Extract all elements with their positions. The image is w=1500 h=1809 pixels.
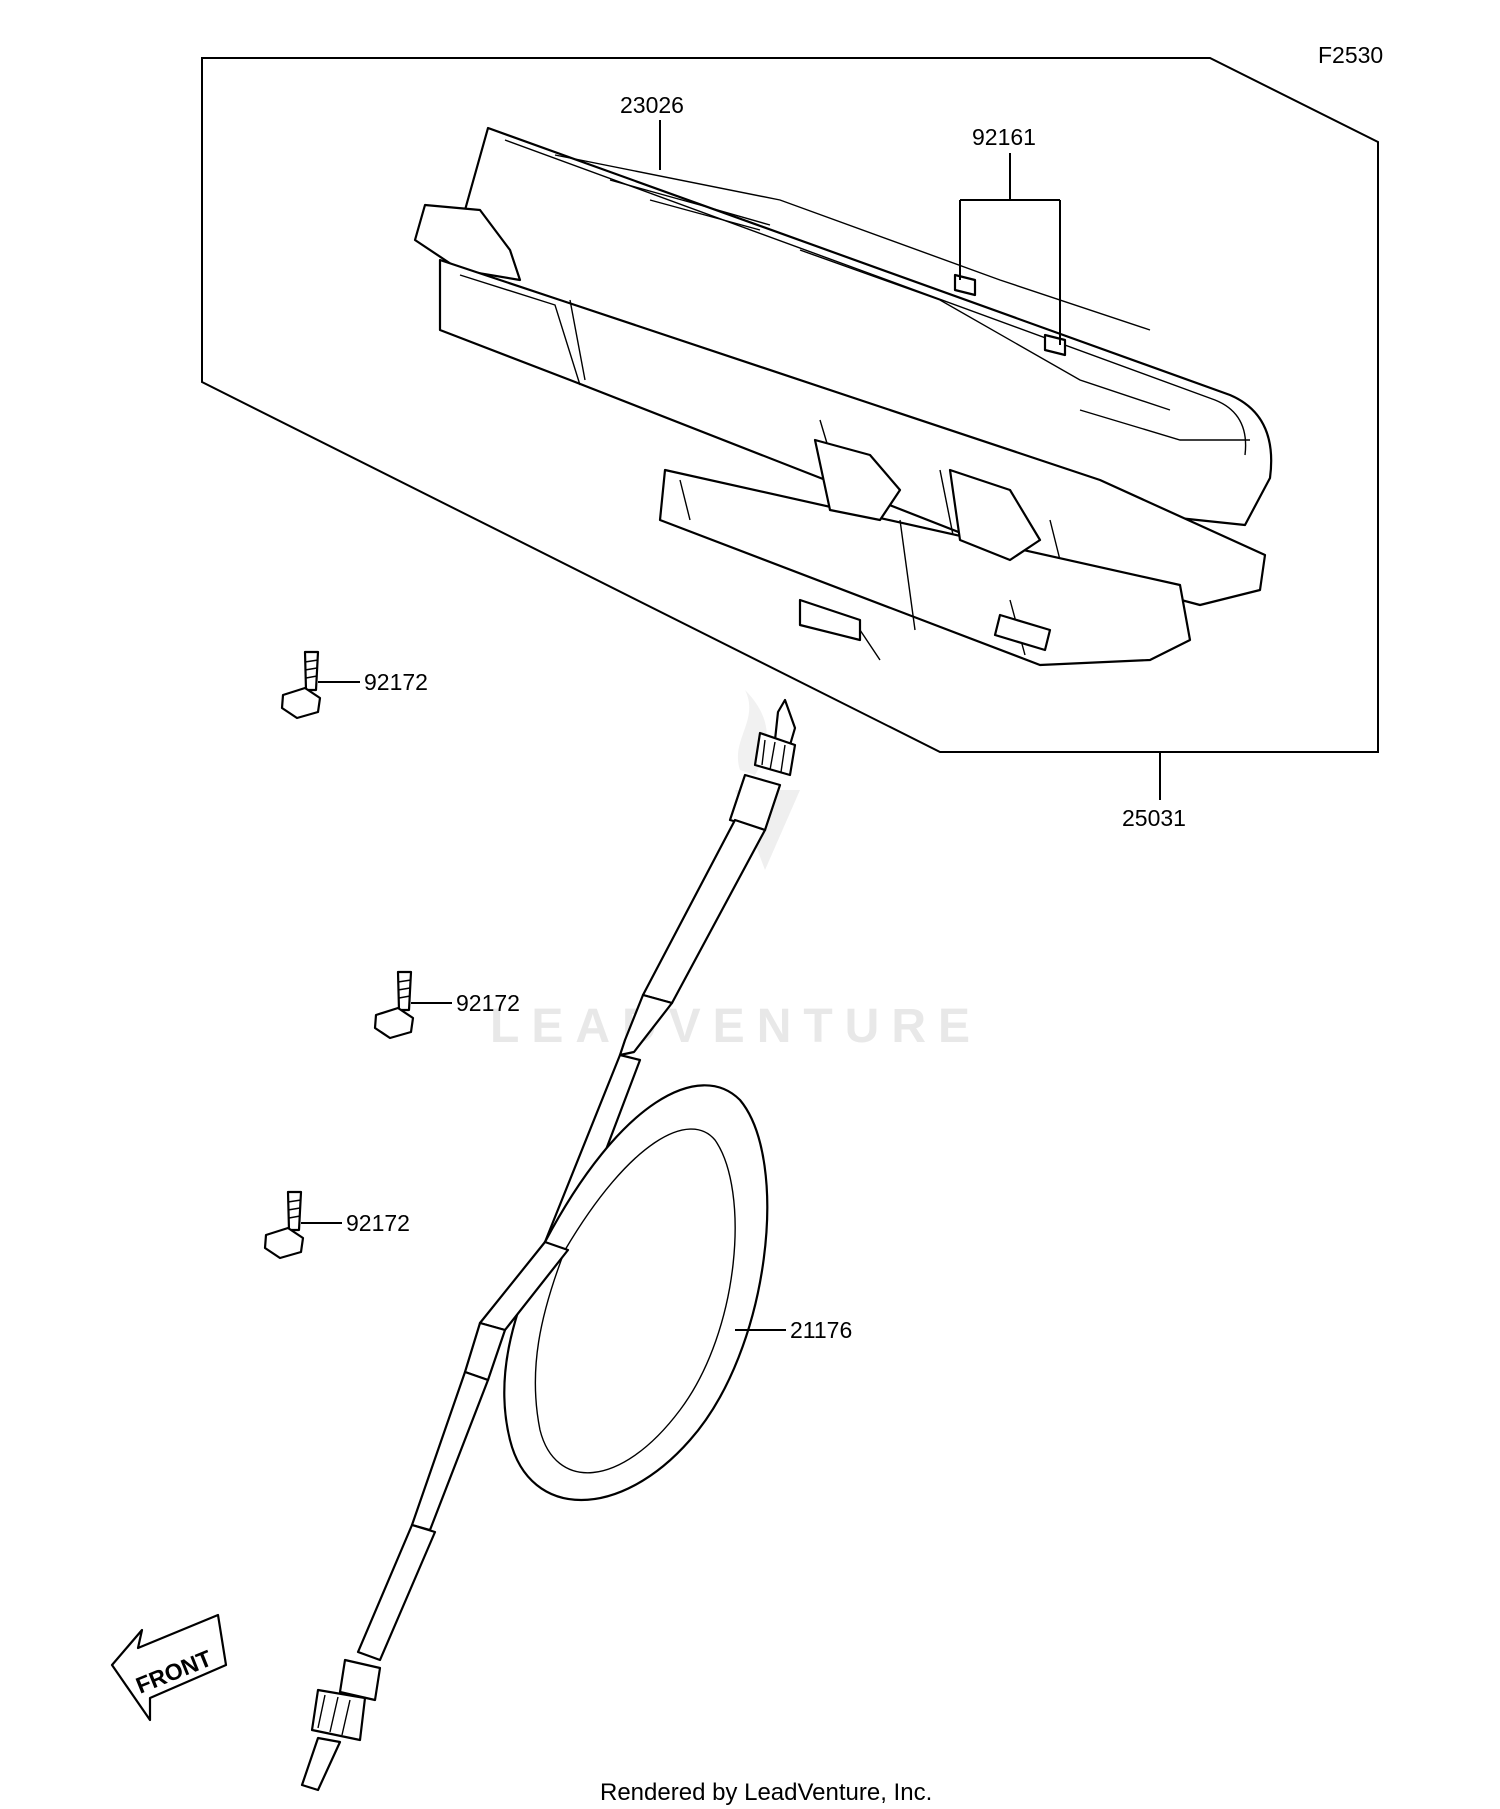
callout-92172-2: 92172	[456, 990, 520, 1016]
callout-92172-1: 92172	[364, 669, 428, 695]
leader-92161	[959, 153, 1061, 345]
speedometer-cable-drawing	[300, 698, 797, 1792]
callout-25031: 25031	[1122, 805, 1186, 831]
callout-92172-3: 92172	[346, 1210, 410, 1236]
watermark-text: LEADVENTURE	[490, 1000, 982, 1053]
callout-23026: 23026	[620, 92, 684, 118]
meter-assembly-drawing	[413, 126, 1273, 667]
callout-92161: 92161	[972, 124, 1036, 150]
screw-2-drawing	[373, 970, 415, 1040]
screw-3-drawing	[263, 1190, 305, 1260]
callout-21176: 21176	[790, 1317, 852, 1343]
front-arrow: FRONT	[110, 1613, 228, 1722]
screw-1-drawing	[280, 650, 322, 720]
diagram-code: F2530	[1318, 42, 1383, 68]
footer-credit: Rendered by LeadVenture, Inc.	[600, 1779, 932, 1806]
assembly-outline	[201, 57, 1379, 753]
